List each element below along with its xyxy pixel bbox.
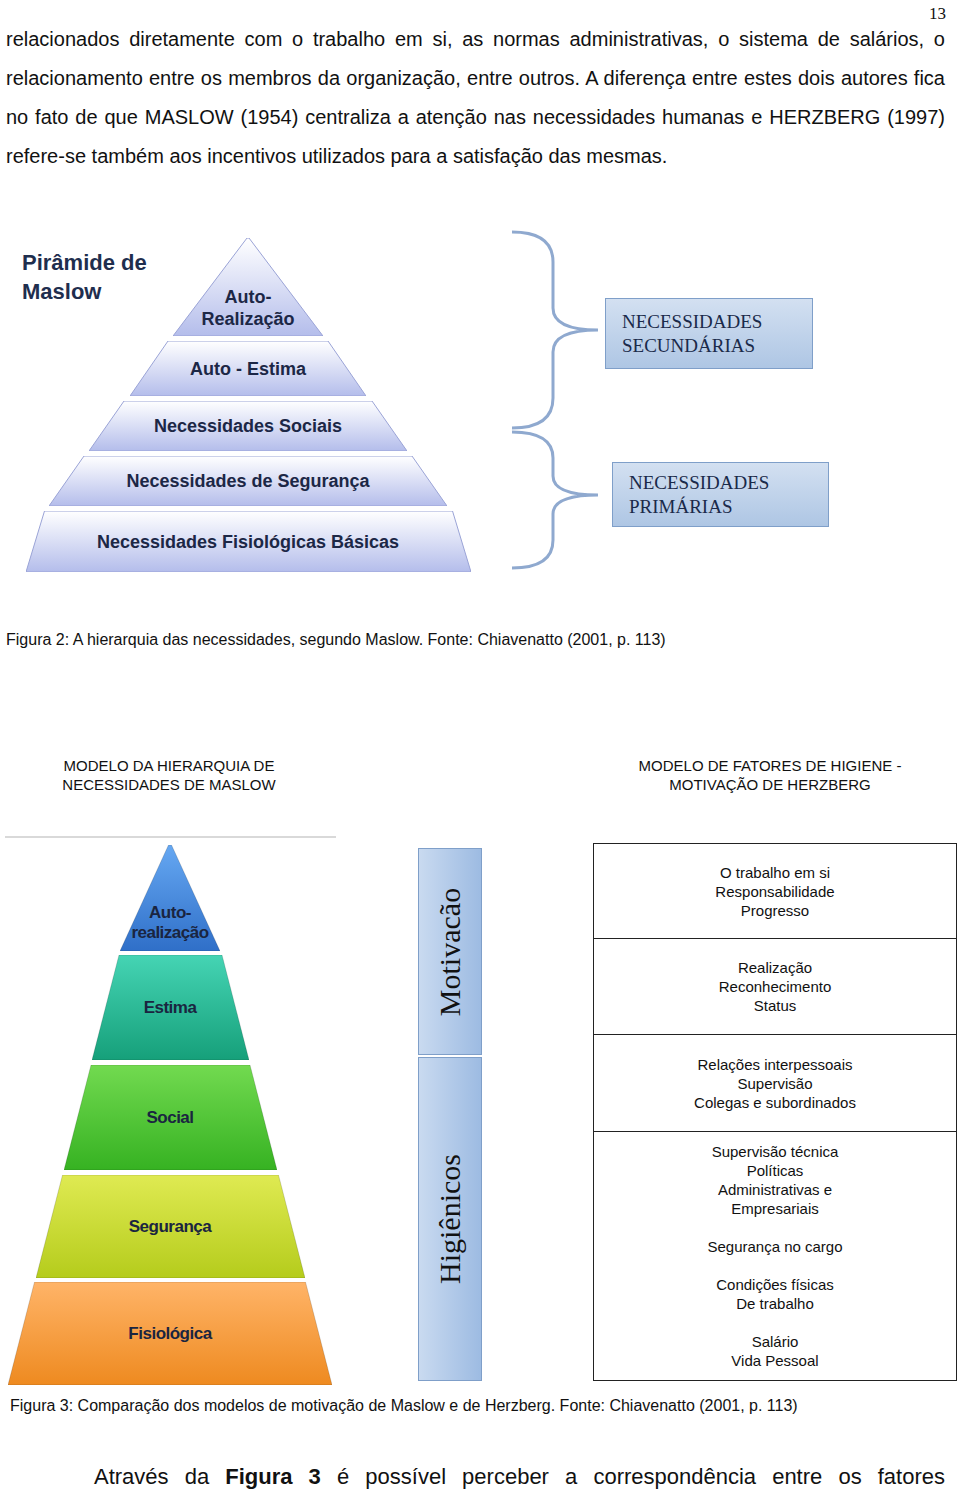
factor-band-label: Higiênicos xyxy=(433,1154,467,1284)
band-outline xyxy=(36,1175,305,1278)
factor-band-label: Motivacão xyxy=(433,887,467,1015)
factor-cell: O trabalho em siResponsabilidadeProgress… xyxy=(593,843,957,939)
pyramid-level: Auto-Realização xyxy=(173,238,323,336)
factor-item: Supervisão técnica xyxy=(712,1142,839,1161)
model-heading: MODELO DE FATORES DE HIGIENE - MOTIVAÇÃO… xyxy=(620,756,920,794)
rule-line xyxy=(5,836,336,838)
category-label: NECESSIDADES SECUNDÁRIAS xyxy=(622,310,796,358)
band-text-area: Auto-realização xyxy=(125,845,215,943)
figure-reference: Figura 3 xyxy=(225,1464,321,1489)
factor-band: Motivacão xyxy=(418,848,482,1055)
band-text-area: Social xyxy=(95,1065,245,1170)
factor-item: Segurança no cargo xyxy=(707,1237,842,1256)
pyramid-level: Necessidades de Segurança xyxy=(49,456,447,506)
factor-item: Políticas Administrativas e Empresariais xyxy=(709,1161,841,1218)
factor-item: Supervisão xyxy=(737,1074,812,1093)
factor-item: Relações interpessoais xyxy=(697,1055,852,1074)
factor-cell: Relações interpessoaisSupervisãoColegas … xyxy=(593,1034,957,1132)
level-label: Fisiológica xyxy=(128,1324,211,1344)
band-outline xyxy=(89,401,407,451)
curly-brace xyxy=(512,232,598,428)
band-text-area: Auto-Realização xyxy=(188,238,308,330)
band-outline xyxy=(49,456,447,506)
band-text-area: Estima xyxy=(120,955,220,1060)
model-heading: MODELO DA HIERARQUIA DE NECESSIDADES DE … xyxy=(38,756,300,794)
category-box: NECESSIDADES PRIMÁRIAS xyxy=(612,462,829,527)
level-label: Social xyxy=(146,1108,193,1128)
factor-item: Condições físicas De trabalho xyxy=(709,1275,841,1313)
factor-item: Reconhecimento xyxy=(719,977,832,996)
pyramid-level: Estima xyxy=(92,955,249,1060)
band-text-area: Fisiológica xyxy=(45,1282,295,1385)
level-label: Auto-Realização xyxy=(188,286,308,330)
figure-title: Pirâmide de Maslow xyxy=(22,248,192,306)
category-box: NECESSIDADES SECUNDÁRIAS xyxy=(605,298,813,369)
pyramid-level: Segurança xyxy=(36,1175,305,1278)
factor-item: Responsabilidade xyxy=(715,882,834,901)
band-outline xyxy=(173,238,323,336)
factor-item: Vida Pessoal xyxy=(731,1351,818,1370)
page-number: 13 xyxy=(880,4,946,24)
factor-cell: Supervisão técnicaPolíticas Administrati… xyxy=(593,1131,957,1381)
body-text-line: Através da Figura 3 é possível perceber … xyxy=(94,1462,945,1492)
level-label: Necessidades de Segurança xyxy=(126,470,369,492)
pyramid-level: Fisiológica xyxy=(8,1282,332,1385)
category-label: NECESSIDADES PRIMÁRIAS xyxy=(629,471,812,519)
level-label: Segurança xyxy=(129,1217,211,1237)
band-text-area: Necessidades Fisiológicas Básicas xyxy=(48,511,448,572)
pyramid-level: Social xyxy=(64,1065,277,1170)
factor-item: Progresso xyxy=(741,901,809,920)
band-outline xyxy=(64,1065,277,1170)
figure-caption: Figura 2: A hierarquia das necessidades,… xyxy=(6,630,946,650)
level-label: Estima xyxy=(144,998,197,1018)
pyramid-level: Necessidades Fisiológicas Básicas xyxy=(26,511,471,572)
pyramid-level: Necessidades Sociais xyxy=(89,401,407,451)
band-text-area: Segurança xyxy=(70,1175,270,1278)
band-outline xyxy=(120,845,220,951)
band-outline xyxy=(130,341,366,396)
band-outline xyxy=(92,955,249,1060)
factor-item: Status xyxy=(754,996,797,1015)
band-outline xyxy=(26,511,471,572)
factor-band: Higiênicos xyxy=(418,1057,482,1381)
level-label: Necessidades Sociais xyxy=(154,415,342,437)
band-text-area: Necessidades Sociais xyxy=(128,401,368,451)
body-paragraph: relacionados diretamente com o trabalho … xyxy=(6,20,945,176)
factor-item: Colegas e subordinados xyxy=(694,1093,856,1112)
band-text-area: Auto - Estima xyxy=(173,341,323,396)
curly-brace xyxy=(512,432,598,568)
level-label: Auto - Estima xyxy=(190,358,306,380)
factor-item: Salário xyxy=(752,1332,799,1351)
band-outline xyxy=(8,1282,332,1385)
factor-item: Realização xyxy=(738,958,812,977)
band-text-area: Necessidades de Segurança xyxy=(88,456,408,506)
pyramid-level: Auto - Estima xyxy=(130,341,366,396)
factor-cell: RealizaçãoReconhecimentoStatus xyxy=(593,938,957,1035)
pyramid-level: Auto-realização xyxy=(120,845,220,951)
level-label: Necessidades Fisiológicas Básicas xyxy=(97,531,399,553)
level-label: Auto-realização xyxy=(125,903,215,943)
body-text: é possível perceber a correspondência en… xyxy=(337,1464,945,1489)
factor-item: O trabalho em si xyxy=(720,863,830,882)
figure-caption: Figura 3: Comparação dos modelos de moti… xyxy=(10,1396,950,1416)
body-text: Através da xyxy=(94,1464,209,1489)
